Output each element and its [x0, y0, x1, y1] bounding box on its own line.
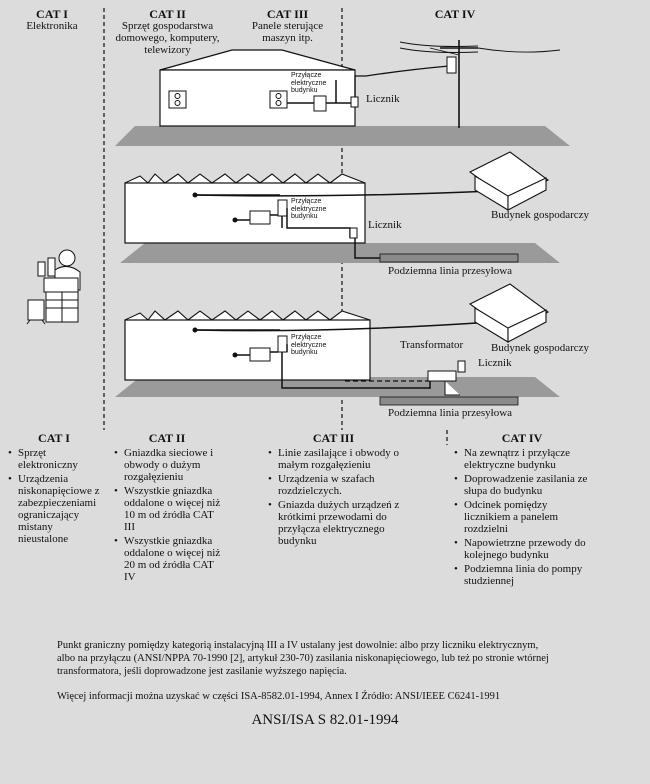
header-cat3-text: Panele sterujące maszyn itp. — [251, 20, 324, 44]
equipment-icon — [249, 210, 271, 225]
farm-building-label: Budynek gospodarczy — [491, 342, 590, 354]
standard-title: ANSI/ISA S 82.01-1994 — [251, 712, 399, 728]
outlet-icon — [168, 90, 187, 109]
ground-1 — [115, 126, 570, 146]
header-cat2-title: CAT II — [149, 7, 186, 21]
meter-icon — [350, 96, 359, 108]
list-item: Napowietrzne przewody do kolejnego budyn… — [454, 537, 592, 561]
farm-building-label: Budynek gospodarczy — [491, 209, 590, 221]
list-item: Gniazdka sieciowe i obwody o dużym rozga… — [114, 447, 222, 483]
connection-label: Przyłącze elektryczne budynku — [291, 334, 327, 356]
column-cat3-title: CAT III — [312, 431, 355, 445]
header-cat3: CAT III Panele sterujące maszyn itp. — [240, 8, 335, 44]
building-2-roof — [124, 173, 366, 184]
column-cat2-title: CAT II — [148, 431, 186, 445]
column-cat4: CAT IV Na zewnątrz i przyłącze elektrycz… — [452, 432, 592, 589]
underground-line-bar — [379, 396, 519, 406]
more-info: Więcej informacji można uzyskać w części… — [57, 691, 501, 702]
header-cat1: CAT I Elektronika — [0, 8, 104, 32]
meter-label: Licznik — [478, 357, 512, 369]
column-cat1: CAT I Sprzęt elektroniczny Urządzenia ni… — [6, 432, 102, 547]
header-cat2-text: Sprzęt gospodarstwa domowego, komputery,… — [115, 20, 220, 56]
header-cat1-text: Elektronika — [26, 20, 78, 32]
feeder-line — [194, 190, 493, 197]
list-item: Linie zasilające i obwody o małym rozgał… — [268, 447, 401, 471]
feeder-line — [194, 321, 493, 332]
header-cat4: CAT IV — [400, 8, 510, 20]
building-2 — [124, 182, 366, 244]
farm-building-icon — [468, 151, 550, 211]
list-item: Urządzenia w szafach rozdzielczych. — [268, 473, 401, 497]
column-cat1-title: CAT I — [38, 431, 70, 445]
wiring — [287, 80, 353, 104]
farm-building-icon — [468, 283, 550, 343]
distribution-panel-icon — [313, 95, 327, 112]
list-item: Podziemna linia do pompy studziennej — [454, 563, 592, 587]
list-item: Sprzęt elektroniczny — [8, 447, 102, 471]
header-cat3-title: CAT III — [266, 7, 309, 21]
list-item: Doprowadzenie zasilania ze słupa do budy… — [454, 473, 592, 497]
distribution-panel-icon — [277, 199, 288, 217]
distribution-panel-icon — [277, 335, 288, 353]
underground-line-label: Podziemna linia przesyłowa — [388, 265, 513, 277]
list-item: Urządzenia niskonapięciowe z zabezpiecze… — [8, 473, 102, 545]
service-drop-line — [354, 65, 450, 97]
underground-line-label: Podziemna linia przesyłowa — [388, 407, 513, 419]
list-item: Wszystkie gniazdka oddalone o więcej niż… — [114, 535, 222, 583]
list-item: Odcinek pomiędzy licznikiem a panelem ro… — [454, 499, 592, 535]
column-cat2: CAT II Gniazdka sieciowe i obwody o duży… — [112, 432, 222, 585]
transformer-label: Transformator — [400, 339, 464, 351]
connection-label: Przyłącze elektryczne budynku — [291, 198, 327, 220]
utility-pole-icon — [399, 40, 561, 128]
header-cat2: CAT II Sprzęt gospodarstwa domowego, kom… — [110, 8, 225, 56]
meter-label: Licznik — [366, 93, 400, 105]
list-item: Wszystkie gniazdka oddalone o więcej niż… — [114, 485, 222, 533]
underground-line-bar — [379, 253, 519, 263]
meter-icon — [349, 227, 358, 239]
meter-label: Licznik — [368, 219, 402, 231]
column-cat3: CAT III Linie zasilające i obwody o mały… — [266, 432, 401, 549]
connection-label: Przyłącze elektryczne budynku — [291, 72, 327, 94]
header-cat1-title: CAT I — [36, 7, 68, 21]
person-at-computer-icon — [26, 249, 81, 325]
list-item: Gniazda dużych urządzeń z krótkimi przew… — [268, 499, 401, 547]
header-cat4-title: CAT IV — [434, 7, 476, 21]
transformer-icon — [427, 360, 466, 396]
outlet-icon — [269, 90, 288, 109]
building-3-roof — [124, 310, 371, 321]
equipment-icon — [249, 347, 271, 362]
list-item: Na zewnątrz i przyłącze elektryczne budy… — [454, 447, 592, 471]
column-cat4-title: CAT IV — [501, 431, 543, 445]
footnote: Punkt graniczny pomiędzy kategorią insta… — [57, 640, 549, 677]
